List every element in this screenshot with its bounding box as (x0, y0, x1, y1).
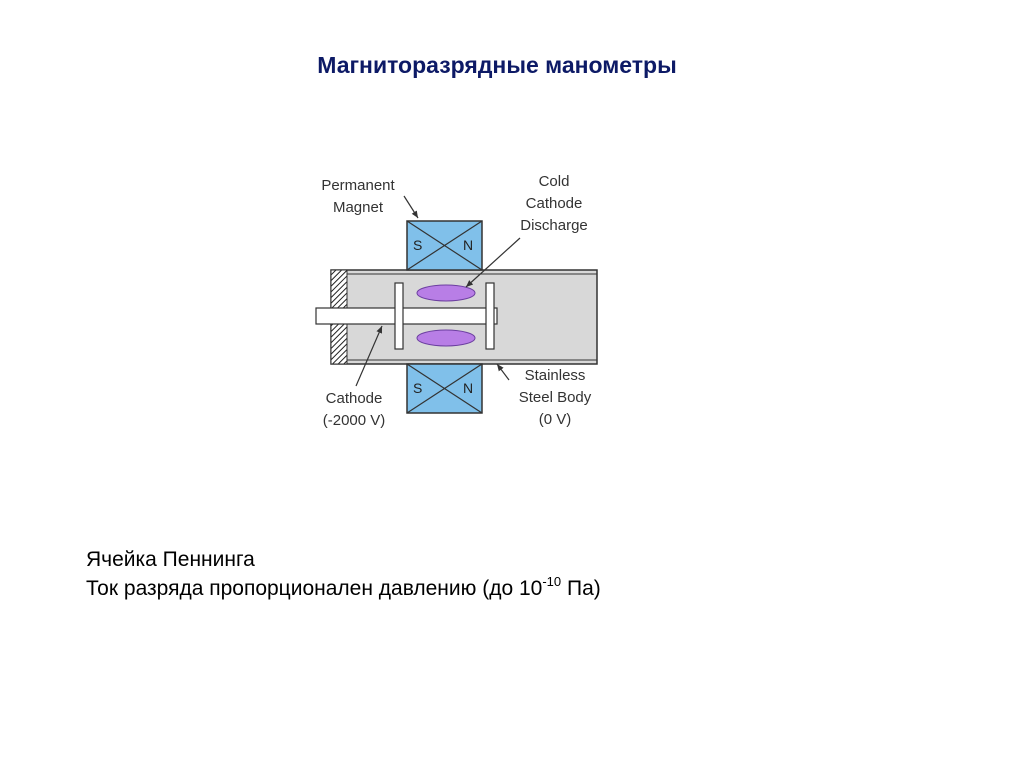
slide-title: Магниторазрядные манометры (317, 52, 677, 78)
caption-line-pressure: Ток разряда пропорционален давлению (до … (86, 574, 601, 605)
penning-cell-diagram: S N S N Permanent Magnet Cold Cathode Di… (315, 173, 598, 429)
label-cold-cathode-3: Discharge (520, 217, 588, 234)
caption-line-penning: Ячейка Пеннинга (86, 548, 255, 571)
caption-text: Ток разряда пропорционален давлению (до … (86, 577, 543, 600)
cathode-rod (315, 307, 498, 325)
label-permanent-magnet-2: Magnet (333, 199, 384, 216)
label-cathode-1: Cathode (326, 390, 383, 407)
cathode-plate-right (485, 282, 495, 350)
label-permanent-magnet-1: Permanent (321, 177, 395, 194)
pole-s-bottom: S (413, 380, 422, 396)
pole-s-top: S (413, 237, 422, 253)
label-body-1: Stainless (525, 367, 586, 384)
arrow-cathode (355, 325, 383, 387)
cathode-plate-left (394, 282, 404, 350)
discharge-lower (416, 329, 476, 347)
label-cold-cathode-2: Cathode (526, 195, 583, 212)
discharge-upper (416, 284, 476, 302)
arrow-steel-body (496, 363, 510, 381)
label-cold-cathode-1: Cold (539, 173, 570, 190)
label-cathode-2: (-2000 V) (323, 412, 386, 429)
arrow-cold-cathode-discharge (465, 237, 521, 288)
magnet-bottom: S N (406, 363, 483, 414)
pole-n-top: N (463, 237, 473, 253)
caption-block: Ячейка Пеннинга Ток разряда пропорционал… (86, 545, 601, 605)
label-body-2: Steel Body (519, 389, 592, 406)
label-body-3: (0 V) (539, 411, 572, 428)
caption-tail: Па) (561, 577, 601, 600)
magnet-top: S N (406, 220, 483, 271)
caption-exponent: -10 (542, 574, 562, 589)
pole-n-bottom: N (463, 380, 473, 396)
arrow-permanent-magnet (403, 195, 419, 219)
